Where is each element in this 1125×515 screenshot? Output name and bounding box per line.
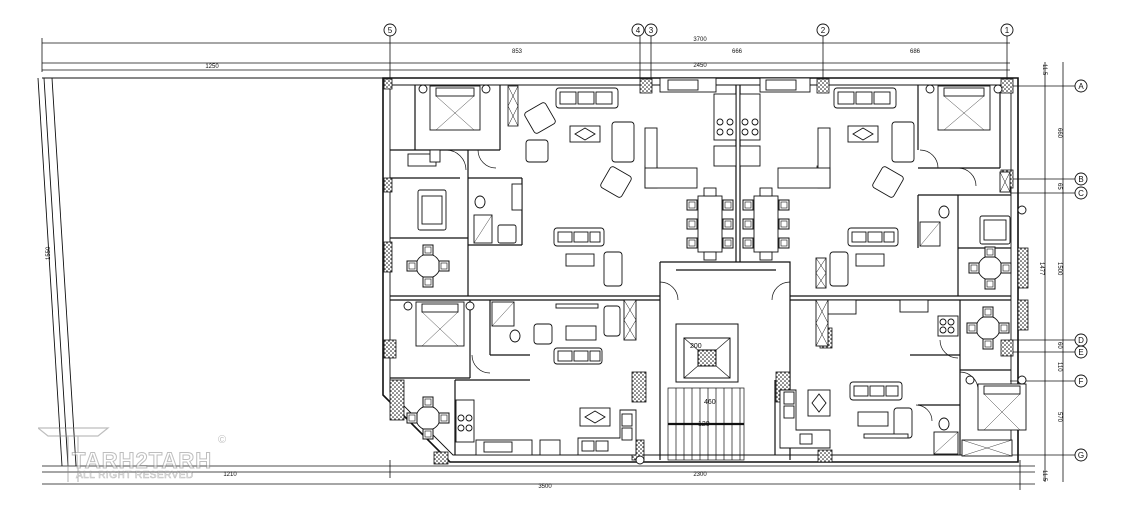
lounge-top-left [553, 227, 623, 287]
dim-right-e-f: 110 [1056, 362, 1062, 372]
grid-bubble-3: 3 [644, 23, 658, 37]
stair-label-200: 200 [690, 343, 702, 350]
dining-bottom-right [966, 306, 1010, 350]
dim-right-c-d: 1477 [1038, 262, 1044, 276]
svg-text:3: 3 [649, 26, 654, 35]
dining-table-top-right [742, 187, 790, 261]
dim-top-left-setback: 1250 [205, 64, 219, 70]
svg-text:C: C [1078, 189, 1084, 198]
grid-bubble-1: 1 [1000, 23, 1014, 37]
small-room-top-left [406, 149, 450, 288]
lounge-top-right [815, 227, 899, 289]
interior-walls [390, 85, 1011, 460]
grid-bubble-D: D [1074, 333, 1088, 347]
svg-text:D: D [1078, 336, 1084, 345]
grid-bubble-B: B [1074, 172, 1088, 186]
living-bottom-right [779, 381, 913, 449]
svg-text:G: G [1078, 451, 1084, 460]
svg-text:2: 2 [821, 26, 826, 35]
bed-bottom-right [961, 375, 1027, 457]
dining-table-top-left [686, 187, 734, 261]
grid-bubble-F: F [1074, 374, 1088, 388]
lounge-bottom-left [533, 299, 637, 365]
grid-bubble-C: C [1074, 186, 1088, 200]
svg-text:F: F [1079, 377, 1084, 386]
dim-right-bottom-offset: 11.5 [1041, 470, 1047, 482]
svg-text:5: 5 [388, 26, 393, 35]
watermark: TARH2TARH ALL RIGHT RESERVED © [36, 418, 238, 488]
dim-right-d-e: 60 [1056, 342, 1062, 349]
staircase [667, 387, 745, 461]
kitchen-bottom-left [455, 399, 561, 456]
bed-bottom-left [403, 301, 475, 347]
grid-bubble-5: 5 [383, 23, 397, 37]
dim-right-a-b: 660 [1056, 128, 1062, 139]
small-room-top-right [919, 171, 1027, 290]
bath-bottom-right [933, 417, 959, 455]
grid-bubble-G: G [1074, 448, 1088, 462]
dim-top-mid: 2450 [693, 63, 707, 69]
dim-right-top-offset: 11.5 [1041, 64, 1047, 76]
grid-bubble-A: A [1074, 79, 1088, 93]
bed-top-left [418, 84, 491, 131]
bottom-dimension-lines [42, 460, 1035, 490]
bath-bottom-left [491, 301, 521, 343]
stair-label-460: 460 [704, 399, 716, 406]
watermark-registered-icon: © [218, 434, 227, 446]
watermark-brand: TARH2TARH [71, 448, 213, 474]
counter-top-right [739, 77, 831, 189]
dim-left-overall: 1550 [46, 246, 52, 260]
dim-top-span-5-3: 853 [512, 49, 523, 55]
dim-right-f-g: 570 [1056, 412, 1062, 423]
right-dimension-lines [1010, 62, 1075, 482]
counter-top-left [644, 77, 737, 189]
living-bottom-left [577, 407, 645, 465]
dim-bottom-left: 1210 [223, 472, 237, 478]
svg-text:B: B [1078, 175, 1083, 184]
sofa-set-top-left [524, 87, 635, 198]
bathroom-top-left [473, 183, 523, 244]
door-swings [445, 149, 979, 422]
kitchen-bottom-right [815, 299, 959, 347]
wardrobe-top-left [507, 85, 519, 127]
elevator-core [675, 323, 739, 383]
dining-bottom-left [406, 396, 450, 440]
dim-bottom-overall: 3500 [538, 484, 552, 490]
svg-text:A: A [1078, 82, 1084, 91]
site-boundary-left [37, 77, 390, 467]
dim-right-b-c: 65 [1056, 183, 1062, 190]
bed-top-right [925, 84, 1003, 131]
dim-bottom-right: 2300 [693, 472, 707, 478]
grid-bubble-E: E [1074, 345, 1088, 359]
dim-right-total: 1500 [1056, 262, 1062, 276]
dim-top-span-2-1: 686 [910, 49, 921, 55]
grid-bubble-4: 4 [631, 23, 645, 37]
grid-bubble-2: 2 [816, 23, 830, 37]
watermark-logo-icon [36, 427, 110, 482]
dim-top-overall: 3700 [693, 37, 707, 43]
watermark-rights: ALL RIGHT RESERVED [76, 470, 194, 482]
top-dimension-lines [41, 38, 1010, 78]
sofa-set-top-right [833, 87, 915, 198]
svg-text:1: 1 [1005, 26, 1010, 35]
svg-text:4: 4 [636, 26, 641, 35]
structural-columns [383, 78, 1029, 465]
svg-text:E: E [1078, 348, 1083, 357]
dim-top-span-3-2: 666 [732, 49, 743, 55]
